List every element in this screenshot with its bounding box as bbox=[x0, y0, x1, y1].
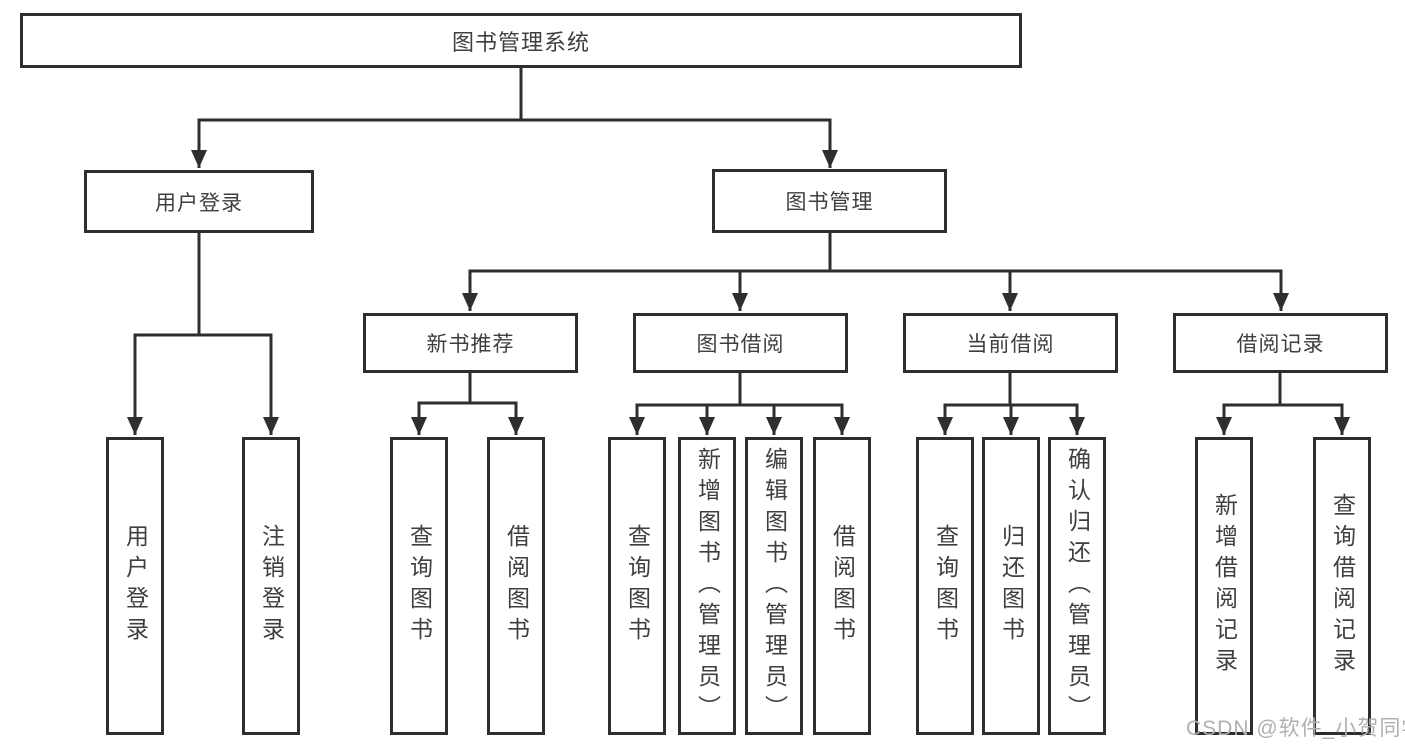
leaf-label: 查询图书 bbox=[624, 524, 651, 648]
leaf-edit-books-admin: 编辑图书（管理员） bbox=[745, 437, 803, 735]
node-book-management: 图书管理 bbox=[712, 169, 947, 233]
leaf-label: 查询图书 bbox=[932, 524, 959, 648]
leaf-logout: 注销登录 bbox=[242, 437, 300, 735]
leaf-search-books-current: 查询图书 bbox=[916, 437, 974, 735]
leaf-search-books-borrowing: 查询图书 bbox=[608, 437, 666, 735]
node-label: 新书推荐 bbox=[426, 333, 515, 356]
node-label: 图书管理 bbox=[785, 191, 874, 214]
node-borrowing-records: 借阅记录 bbox=[1173, 313, 1388, 373]
leaf-label: 编辑图书（管理员） bbox=[761, 446, 788, 726]
leaf-add-books-admin: 新增图书（管理员） bbox=[678, 437, 736, 735]
leaf-label: 借阅图书 bbox=[829, 524, 856, 648]
node-new-book-recommendation: 新书推荐 bbox=[363, 313, 578, 373]
node-book-management-system: 图书管理系统 bbox=[20, 13, 1022, 68]
leaf-search-borrow-record: 查询借阅记录 bbox=[1313, 437, 1371, 735]
leaf-label: 用户登录 bbox=[122, 524, 149, 648]
leaf-label: 注销登录 bbox=[258, 524, 285, 648]
leaf-label: 确认归还（管理员） bbox=[1064, 446, 1091, 726]
leaf-label: 查询图书 bbox=[406, 524, 433, 648]
leaf-label: 查询借阅记录 bbox=[1329, 493, 1356, 679]
leaf-confirm-return-admin: 确认归还（管理员） bbox=[1048, 437, 1106, 735]
node-label: 图书管理系统 bbox=[451, 29, 590, 55]
node-current-borrowing: 当前借阅 bbox=[903, 313, 1118, 373]
leaf-label: 新增图书（管理员） bbox=[694, 446, 721, 726]
node-label: 当前借阅 bbox=[966, 333, 1055, 356]
watermark: CSDN @软件_小贺同学 bbox=[1186, 717, 1405, 740]
leaf-search-books-recommend: 查询图书 bbox=[390, 437, 448, 735]
node-label: 用户登录 bbox=[155, 191, 243, 215]
node-label: 图书借阅 bbox=[696, 333, 785, 356]
leaf-return-books: 归还图书 bbox=[982, 437, 1040, 735]
leaf-label: 借阅图书 bbox=[503, 524, 530, 648]
leaf-borrow-books-recommend: 借阅图书 bbox=[487, 437, 545, 735]
node-book-borrowing: 图书借阅 bbox=[633, 313, 848, 373]
node-user-login: 用户登录 bbox=[84, 170, 314, 233]
leaf-user-login: 用户登录 bbox=[106, 437, 164, 735]
leaf-borrow-books-borrowing: 借阅图书 bbox=[813, 437, 871, 735]
leaf-label: 新增借阅记录 bbox=[1211, 493, 1238, 679]
leaf-label: 归还图书 bbox=[998, 524, 1025, 648]
node-label: 借阅记录 bbox=[1236, 333, 1325, 356]
leaf-add-borrow-record: 新增借阅记录 bbox=[1195, 437, 1253, 735]
